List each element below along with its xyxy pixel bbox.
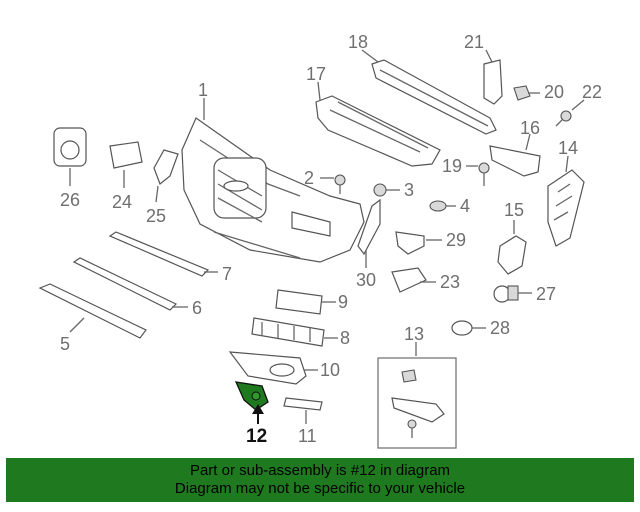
reinforcement-strip-part[interactable]: [72, 257, 178, 311]
fog-lamp-frame-part[interactable]: [228, 351, 307, 385]
nut-part[interactable]: [373, 183, 387, 197]
callout-29: 29: [446, 230, 466, 250]
callout-15: 15: [504, 200, 524, 220]
highlighted-part-12[interactable]: [234, 381, 269, 411]
callout-13: 13: [404, 324, 424, 344]
callout-11: 11: [298, 426, 317, 446]
callout-18: 18: [348, 32, 368, 52]
callout-21: 21: [464, 32, 484, 52]
bumper-cover-part[interactable]: [181, 117, 365, 263]
callout-28: 28: [490, 318, 510, 338]
callout-2: 2: [304, 168, 314, 188]
callout-19: 19: [442, 156, 462, 176]
leader-18: [361, 49, 379, 63]
callout-1: 1: [198, 80, 208, 100]
callout-14: 14: [558, 138, 578, 158]
control-module-part[interactable]: [109, 141, 143, 169]
leader-21: [485, 49, 493, 63]
energy-absorber-part[interactable]: [315, 95, 441, 167]
side-guide-part[interactable]: [547, 169, 585, 247]
parts-diagram: 18 17 1 2 3 4 19: [38, 32, 602, 449]
callout-3: 3: [404, 180, 414, 200]
nut-part[interactable]: [513, 85, 531, 101]
callout-25: 25: [146, 206, 166, 226]
info-banner: Part or sub-assembly is #12 in diagram D…: [6, 458, 634, 502]
banner-line-2: Diagram may not be specific to your vehi…: [174, 480, 466, 497]
callout-6: 6: [192, 298, 202, 318]
callout-10: 10: [320, 360, 340, 380]
repair-kit-box[interactable]: [377, 357, 457, 449]
callout-27: 27: [536, 284, 556, 304]
leader-16: [525, 133, 531, 151]
center-grille-part[interactable]: [251, 317, 325, 347]
callout-8: 8: [340, 328, 350, 348]
park-sensor-part[interactable]: [493, 285, 519, 303]
mount-bracket-part[interactable]: [489, 145, 541, 177]
impact-bar-part[interactable]: [371, 59, 497, 135]
callout-30: 30: [356, 270, 376, 290]
callout-24: 24: [112, 192, 132, 212]
molding-part[interactable]: [357, 198, 381, 256]
bolt-part[interactable]: [478, 162, 490, 186]
leader-22: [571, 99, 585, 111]
callout-17: 17: [306, 64, 326, 84]
clip-part[interactable]: [429, 200, 447, 212]
guide-bracket-part[interactable]: [497, 235, 527, 275]
trim-strip-part[interactable]: [283, 397, 323, 411]
callout-22: 22: [582, 82, 602, 102]
callout-12: 12: [246, 426, 267, 447]
leader-5: [69, 317, 85, 333]
callout-23: 23: [440, 272, 460, 292]
callout-7: 7: [222, 264, 232, 284]
sensor-unit-part[interactable]: [53, 127, 87, 167]
bolt-part[interactable]: [555, 110, 572, 127]
leader-14: [565, 155, 569, 173]
lower-spoiler-part[interactable]: [38, 283, 147, 339]
leader-25: [155, 185, 159, 203]
callout-26: 26: [60, 190, 80, 210]
banner-line-1: Part or sub-assembly is #12 in diagram: [189, 462, 451, 479]
trim-cover-part[interactable]: [395, 231, 425, 255]
leader-17: [317, 81, 321, 101]
bolt-part[interactable]: [334, 174, 346, 194]
callout-9: 9: [338, 292, 348, 312]
callout-4: 4: [460, 196, 470, 216]
upper-bracket-part[interactable]: [483, 59, 503, 105]
module-bracket-part[interactable]: [153, 149, 179, 185]
callout-5: 5: [60, 334, 70, 354]
tow-hook-cap-part[interactable]: [391, 267, 427, 293]
lower-strip-part[interactable]: [108, 231, 210, 277]
plate-bracket-part[interactable]: [275, 289, 323, 315]
arrow-up-icon: [252, 404, 264, 414]
callout-20: 20: [544, 82, 564, 102]
callout-16: 16: [520, 118, 540, 138]
sensor-retainer-part[interactable]: [451, 320, 473, 336]
